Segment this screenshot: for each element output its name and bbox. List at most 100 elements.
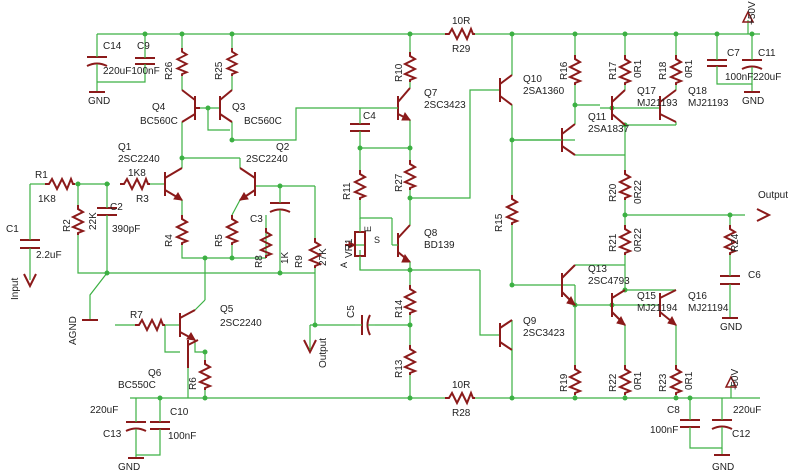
q5-value: 2SC2240 <box>220 318 262 329</box>
r9-value: 27K <box>318 248 329 266</box>
q2-value: 2SC2240 <box>246 154 288 165</box>
r6-symbol <box>199 359 211 391</box>
r29-label: R29 <box>452 44 471 55</box>
r26-symbol <box>176 47 188 77</box>
r25-label: R25 <box>214 61 225 80</box>
c1-label: C1 <box>6 224 19 235</box>
r21-symbol <box>619 224 631 256</box>
q16-symbol <box>659 289 677 326</box>
labels: +50V -50V 10R R29 10R R28 Input Output O… <box>6 1 788 473</box>
c3-symbol <box>269 195 291 225</box>
c1-value: 2.2uF <box>36 250 62 261</box>
q1-symbol <box>164 167 183 201</box>
q5-symbol <box>179 309 196 341</box>
r20-label: R20 <box>608 183 619 202</box>
r17-value: 0R1 <box>633 59 644 78</box>
r6-label: R6 <box>188 377 199 390</box>
r13-label: R13 <box>394 359 405 378</box>
q4-label: Q4 <box>152 102 166 113</box>
vr1-pin-s: S <box>374 235 380 245</box>
r23-value: 0R1 <box>684 371 695 390</box>
q13-label: Q13 <box>588 264 607 275</box>
r21-value: 0R22 <box>633 228 644 252</box>
agnd-label: AGND <box>68 316 79 345</box>
q3-symbol <box>219 89 233 123</box>
q1-label: Q1 <box>118 142 132 153</box>
r10-symbol <box>404 51 416 83</box>
r18-label: R18 <box>658 61 669 80</box>
q5-label: Q5 <box>220 304 234 315</box>
r27-label: R27 <box>394 173 405 192</box>
q18-label: Q18 <box>688 86 707 97</box>
vr1-label: VR1 <box>344 238 355 258</box>
r23-symbol <box>670 364 682 396</box>
r5-label: R5 <box>214 234 225 247</box>
r15-label: R15 <box>494 213 505 232</box>
vr1-pin-e: E <box>363 226 373 232</box>
q11-value: 2SA1837 <box>588 124 630 135</box>
c14-value: 220uF100nF <box>103 66 160 77</box>
c9-label: C9 <box>137 41 150 52</box>
c11-value: 220uF <box>753 72 781 83</box>
r22-symbol <box>619 364 631 396</box>
c8-label: C8 <box>667 405 680 416</box>
c4-symbol <box>350 120 370 135</box>
r4-label: R4 <box>164 234 175 247</box>
q15-label: Q15 <box>637 291 656 302</box>
r22-label: R22 <box>608 373 619 392</box>
r18-value: 0R1 <box>684 59 695 78</box>
gnd-c6-label: GND <box>720 322 742 333</box>
r9-label: R9 <box>294 255 305 268</box>
q8-symbol <box>391 198 411 270</box>
q18-value: MJ21193 <box>688 98 729 109</box>
q7-value: 2SC3423 <box>424 100 466 111</box>
q8-label: Q8 <box>424 228 438 239</box>
gnd-bottom-left-label: GND <box>118 462 140 473</box>
q13-symbol <box>561 264 576 306</box>
c6-symbol <box>720 268 740 292</box>
r13-symbol <box>404 344 416 376</box>
c9-symbol <box>135 50 155 78</box>
r3-symbol <box>119 178 151 190</box>
q2-symbol <box>239 167 256 201</box>
r28-symbol <box>444 392 476 404</box>
q6-label: Q6 <box>148 368 162 379</box>
c14-symbol <box>86 50 108 78</box>
r20-symbol <box>619 169 631 201</box>
r1-value: 1K8 <box>38 194 56 205</box>
positive-supply-icon <box>741 10 755 23</box>
q10-label: Q10 <box>523 74 542 85</box>
c3-label: C3 <box>250 214 263 225</box>
r14-symbol <box>404 284 416 316</box>
vr1-pin-a: A <box>339 262 349 268</box>
r24-label: R24 <box>730 233 741 252</box>
c7-label: C7 <box>727 48 740 59</box>
c7-symbol <box>707 52 727 78</box>
junctions <box>75 31 755 401</box>
r14-label: R14 <box>394 299 405 318</box>
c8-value: 100nF <box>650 425 678 436</box>
capacitors <box>20 50 763 440</box>
q10-symbol <box>499 74 513 106</box>
q4-value: BC560C <box>140 116 178 127</box>
r25-symbol <box>226 47 238 77</box>
resistors <box>44 28 736 404</box>
r22-value: 0R1 <box>633 371 644 390</box>
output-main-label: Output <box>758 190 788 201</box>
gnd-bottom-right-label: GND <box>712 462 734 473</box>
c7-value: 100nF <box>725 72 753 83</box>
r16-symbol <box>569 54 581 86</box>
q6-symbol <box>187 339 199 368</box>
vr1-symbol <box>345 218 366 270</box>
r26-label: R26 <box>164 61 175 80</box>
c12-symbol <box>711 412 733 440</box>
c10-symbol <box>150 412 170 440</box>
c5-label: C5 <box>346 305 357 318</box>
q9-value: 2SC3423 <box>523 328 565 339</box>
q10-value: 2SA1360 <box>523 86 565 97</box>
q6-value: BC550C <box>118 380 156 391</box>
c12-value: 220uF <box>733 405 761 416</box>
q17-value: MJ21193 <box>637 98 678 109</box>
r10-label: R10 <box>394 63 405 82</box>
